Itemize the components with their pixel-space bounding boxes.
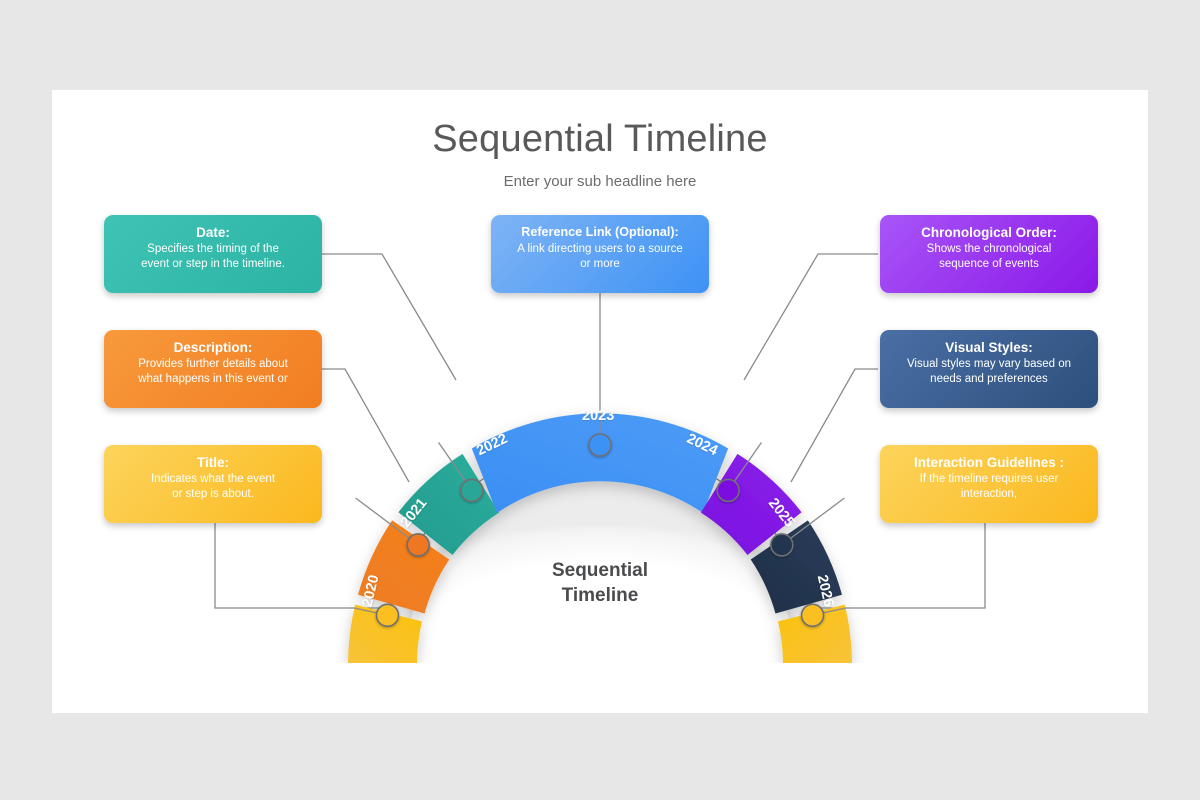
arc-segment-2023[interactable] — [471, 413, 729, 514]
arc-segment-group — [348, 413, 852, 663]
card-reference-link-heading: Reference Link (Optional): — [521, 225, 679, 239]
card-chronological-order-body-line1: Shows the chronological — [926, 243, 1052, 255]
card-description[interactable]: Description: Provides further details ab… — [104, 330, 322, 408]
card-chronological-order-heading: Chronological Order: — [921, 225, 1057, 240]
card-reference-link-body-line1: A link directing users to a source — [517, 243, 683, 255]
connector-interaction — [815, 523, 986, 609]
card-title-body-line1: Indicates what the event — [150, 473, 276, 485]
card-visual-styles-body-line1: Visual styles may vary based on — [906, 358, 1072, 370]
card-title-heading: Title: — [196, 455, 229, 470]
arc-segment-2025[interactable] — [750, 520, 842, 614]
card-date-body-line2: event or step in the timeline. — [141, 257, 285, 270]
card-reference-link[interactable]: Reference Link (Optional): A link direct… — [491, 215, 709, 293]
arc-segment-2026[interactable] — [777, 604, 852, 663]
card-interaction-guidelines[interactable]: Interaction Guidelines : If the timeline… — [880, 445, 1098, 523]
arc-dot-2025[interactable] — [770, 533, 794, 557]
connector-chronological — [743, 253, 878, 381]
center-label-line1: Sequential — [551, 560, 649, 581]
card-reference-link-body-line2: or more — [580, 257, 620, 270]
page-subtitle: Enter your sub headline here — [503, 173, 697, 190]
arc-segment-2021[interactable] — [358, 520, 450, 614]
arc-dot-2023[interactable] — [588, 433, 612, 457]
card-date[interactable]: Date: Specifies the timing of the event … — [104, 215, 322, 293]
card-date-heading: Date: — [196, 225, 230, 240]
arc-dot-2020[interactable] — [375, 603, 400, 628]
connector-title — [214, 523, 385, 609]
card-interaction-guidelines-heading: Interaction Guidelines : — [913, 455, 1065, 470]
arc-segment-2020[interactable] — [348, 604, 423, 663]
arc-dot-2026[interactable] — [800, 603, 825, 628]
card-description-body-line2: what happens in this event or — [138, 372, 288, 385]
arc-inner-hill — [406, 469, 794, 663]
card-visual-styles-body-line2: needs and preferences — [930, 372, 1048, 385]
card-description-heading: Description: — [173, 340, 253, 355]
card-title[interactable]: Title: Indicates what the event or step … — [104, 445, 322, 523]
card-title-body-line2: or step is about. — [172, 487, 254, 500]
card-chronological-order-body-line2: sequence of events — [939, 257, 1039, 270]
connector-description — [322, 368, 410, 483]
arc-dot-2024[interactable] — [716, 478, 740, 503]
arc-dot-group — [375, 433, 825, 628]
center-label-line2: Timeline — [561, 585, 639, 606]
page-title: Sequential Timeline — [432, 118, 768, 160]
slide-canvas: Sequential Timeline Enter your sub headl… — [52, 90, 1148, 713]
connector-visual — [790, 368, 878, 483]
timeline-arc — [348, 390, 852, 663]
card-visual-styles[interactable]: Visual Styles: Visual styles may vary ba… — [880, 330, 1098, 408]
arc-dot-2022[interactable] — [460, 478, 484, 503]
card-interaction-guidelines-body-line1: If the timeline requires user — [919, 473, 1059, 485]
card-description-body-line1: Provides further details about — [138, 358, 288, 370]
card-interaction-guidelines-body-line2: interaction, — [960, 487, 1018, 500]
card-chronological-order[interactable]: Chronological Order: Shows the chronolog… — [880, 215, 1098, 293]
arc-dot-2021[interactable] — [406, 533, 430, 557]
card-visual-styles-heading: Visual Styles: — [945, 340, 1033, 355]
center-label: Sequential Timeline — [450, 558, 750, 608]
card-date-body-line1: Specifies the timing of the — [147, 243, 279, 255]
connector-lines — [214, 253, 986, 609]
connector-date — [322, 253, 457, 381]
year-label-2023: 2023 — [582, 408, 615, 424]
